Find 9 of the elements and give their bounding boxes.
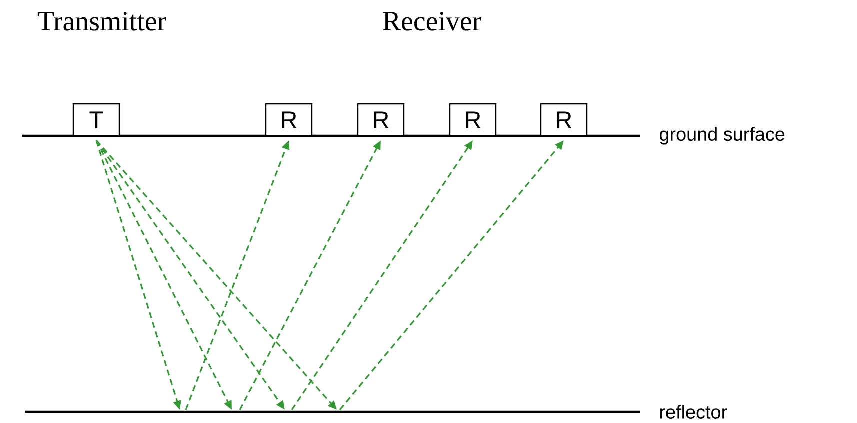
label: Receiver — [383, 12, 482, 31]
label: ground surface — [660, 127, 785, 145]
label: reflector — [660, 405, 728, 419]
receiver-box: R — [265, 103, 313, 137]
label: Transmitter — [38, 12, 166, 31]
receiver-box: R — [357, 103, 405, 137]
receiver-box: R — [449, 103, 497, 137]
receiver-box: R — [540, 103, 588, 137]
transmitter-box: T — [72, 103, 120, 137]
